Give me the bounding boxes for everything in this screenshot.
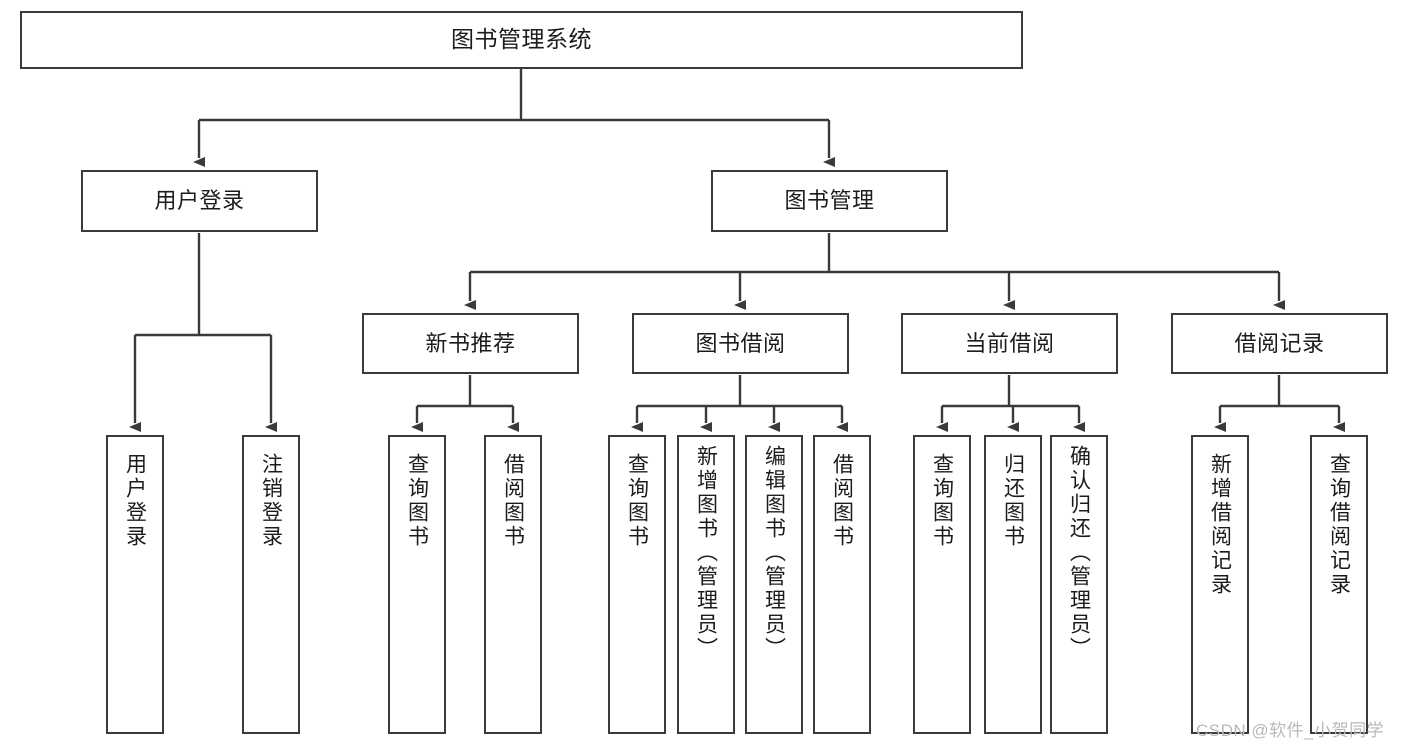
node-leaf-borrow-borrow-book-label: 借阅图书: [830, 453, 854, 549]
node-leaf-user-logout-label: 注销登录: [259, 453, 283, 549]
node-leaf-user-login[interactable]: 用户登录: [106, 435, 164, 734]
node-user-login-label: 用户登录: [154, 188, 245, 214]
node-leaf-rec-borrow-book-label: 借阅图书: [501, 453, 525, 549]
node-current-borrow-label: 当前借阅: [964, 330, 1055, 356]
node-leaf-rec-query-record-label: 查询借阅记录: [1327, 453, 1351, 597]
node-current-borrow[interactable]: 当前借阅: [901, 313, 1118, 374]
node-leaf-borrow-add-book[interactable]: 新增图书（管理员）: [677, 435, 735, 734]
node-leaf-rec-query-book-label: 查询图书: [405, 453, 429, 549]
node-leaf-rec-query-record[interactable]: 查询借阅记录: [1310, 435, 1368, 734]
node-leaf-cur-confirm-return[interactable]: 确认归还（管理员）: [1050, 435, 1108, 734]
node-book-manage[interactable]: 图书管理: [711, 170, 948, 232]
node-leaf-rec-add-record[interactable]: 新增借阅记录: [1191, 435, 1249, 734]
node-book-borrow-label: 图书借阅: [695, 330, 786, 356]
node-leaf-borrow-borrow-book[interactable]: 借阅图书: [813, 435, 871, 734]
node-root[interactable]: 图书管理系统: [20, 11, 1023, 69]
node-leaf-borrow-query-book-label: 查询图书: [625, 453, 649, 549]
csdn-watermark: CSDN @软件_小贺同学: [1196, 721, 1385, 740]
node-leaf-user-logout[interactable]: 注销登录: [242, 435, 300, 734]
node-root-label: 图书管理系统: [451, 26, 592, 53]
node-new-book-rec-label: 新书推荐: [425, 330, 516, 356]
node-leaf-cur-return-book-label: 归还图书: [1001, 453, 1025, 549]
node-new-book-rec[interactable]: 新书推荐: [362, 313, 579, 374]
node-book-manage-label: 图书管理: [784, 188, 875, 214]
node-leaf-borrow-edit-book[interactable]: 编辑图书（管理员）: [745, 435, 803, 734]
node-borrow-record[interactable]: 借阅记录: [1171, 313, 1388, 374]
node-book-borrow[interactable]: 图书借阅: [632, 313, 849, 374]
node-leaf-rec-borrow-book[interactable]: 借阅图书: [484, 435, 542, 734]
node-leaf-borrow-add-book-label: 新增图书（管理员）: [694, 445, 718, 661]
node-leaf-rec-query-book[interactable]: 查询图书: [388, 435, 446, 734]
node-leaf-cur-query-book-label: 查询图书: [930, 453, 954, 549]
node-user-login[interactable]: 用户登录: [81, 170, 318, 232]
node-leaf-borrow-edit-book-label: 编辑图书（管理员）: [762, 445, 786, 661]
node-leaf-rec-add-record-label: 新增借阅记录: [1208, 453, 1232, 597]
node-borrow-record-label: 借阅记录: [1234, 330, 1325, 356]
node-leaf-cur-confirm-return-label: 确认归还（管理员）: [1067, 445, 1091, 661]
node-leaf-cur-query-book[interactable]: 查询图书: [913, 435, 971, 734]
node-leaf-cur-return-book[interactable]: 归还图书: [984, 435, 1042, 734]
node-leaf-borrow-query-book[interactable]: 查询图书: [608, 435, 666, 734]
node-leaf-user-login-label: 用户登录: [123, 453, 147, 549]
